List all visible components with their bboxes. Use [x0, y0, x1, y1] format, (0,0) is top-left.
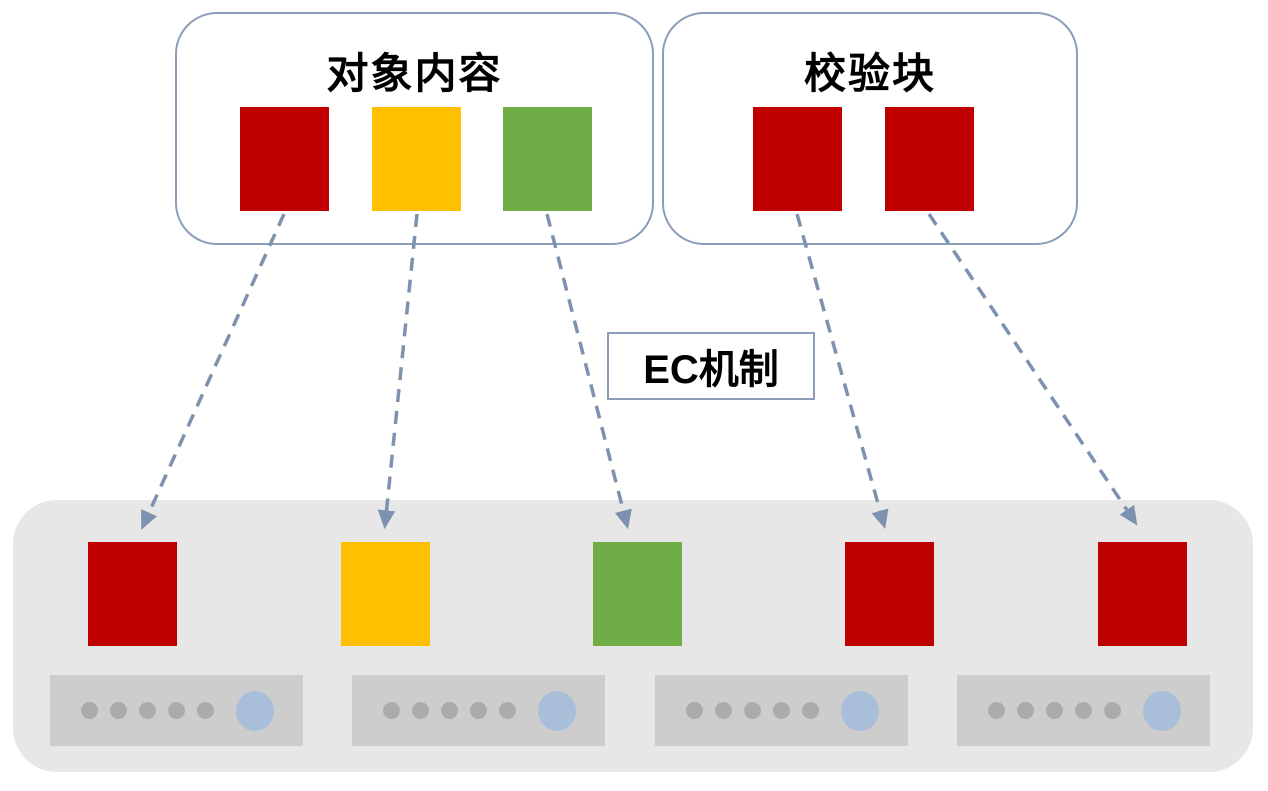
server-dot-icon: [81, 702, 98, 719]
server-dot-icon: [197, 702, 214, 719]
server-power-led-icon: [1143, 690, 1181, 731]
parity-box: 校验块: [662, 12, 1078, 245]
storage-server-1: [50, 675, 303, 746]
server-dot-icon: [1046, 702, 1063, 719]
server-dot-icon: [1104, 702, 1121, 719]
data-block-1: [240, 107, 329, 211]
server-dot-icon: [1017, 702, 1034, 719]
data-block-2: [372, 107, 461, 211]
server-dot-icon: [1075, 702, 1092, 719]
parity-box-title: 校验块: [803, 50, 936, 97]
server-dot-icon: [168, 702, 185, 719]
server-dot-icon: [773, 702, 790, 719]
server-dot-icon: [412, 702, 429, 719]
parity-block-2: [885, 107, 974, 211]
storage-pool-panel: [13, 500, 1253, 772]
server-dot-icon: [383, 702, 400, 719]
server-dot-icon: [715, 702, 732, 719]
server-dot-icon: [499, 702, 516, 719]
object-content-box: 对象内容: [175, 12, 654, 245]
server-dot-icon: [744, 702, 761, 719]
server-power-led-icon: [236, 690, 274, 731]
pool-block-1: [88, 542, 177, 646]
storage-server-4: [957, 675, 1210, 746]
pool-block-2: [341, 542, 430, 646]
ec-mechanism-label: EC机制: [607, 332, 815, 400]
arrow-parity2-to-pool5: [927, 213, 1138, 526]
server-dot-icon: [470, 702, 487, 719]
storage-server-3: [655, 675, 908, 746]
server-dot-icon: [802, 702, 819, 719]
arrow-data2-to-pool2: [377, 213, 419, 530]
server-dot-icon: [139, 702, 156, 719]
server-dot-icon: [110, 702, 127, 719]
pool-block-4: [845, 542, 934, 646]
server-dot-icon: [441, 702, 458, 719]
arrow-data1-to-pool1: [141, 213, 286, 530]
pool-block-5: [1098, 542, 1187, 646]
server-power-led-icon: [538, 690, 576, 731]
server-dot-icon: [988, 702, 1005, 719]
server-power-led-icon: [841, 690, 879, 731]
data-block-3: [503, 107, 592, 211]
parity-block-1: [753, 107, 842, 211]
storage-server-2: [352, 675, 605, 746]
pool-block-3: [593, 542, 682, 646]
server-dot-icon: [686, 702, 703, 719]
object-content-title: 对象内容: [326, 50, 503, 97]
